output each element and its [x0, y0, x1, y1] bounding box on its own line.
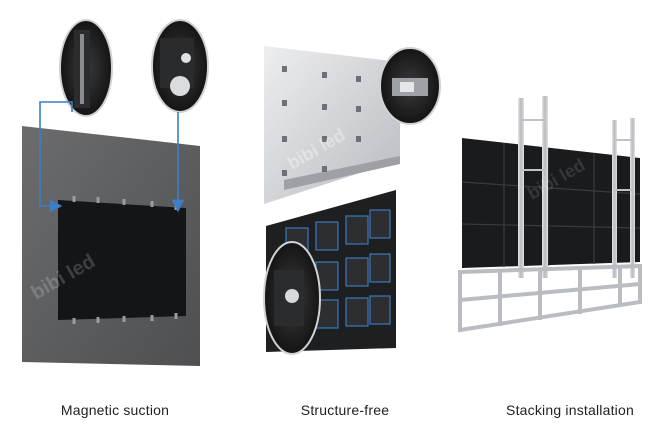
- magnet-detail-zoom: [59, 19, 113, 117]
- truss-braces: [520, 119, 633, 191]
- mounting-pins: [72, 196, 178, 324]
- structure-free-illustration: bibi led: [263, 46, 441, 355]
- led-screen: [58, 200, 186, 320]
- magnet-lock-detail-zoom: [151, 19, 209, 113]
- truss-posts: [518, 96, 635, 278]
- cabinet-modules: [285, 209, 391, 329]
- module-detail-zoom: [263, 241, 321, 355]
- plate-detail-zoom: [379, 47, 441, 125]
- caption-structure-free: Structure-free: [300, 402, 390, 418]
- caption-magnetic-suction: Magnetic suction: [60, 402, 170, 418]
- stacked-video-wall: [462, 138, 640, 268]
- base-frame: [458, 263, 642, 333]
- plate-studs: [282, 66, 361, 176]
- stacking-installation-illustration: bibi led: [458, 96, 642, 333]
- caption-stacking-installation: Stacking installation: [506, 402, 634, 418]
- magnetic-suction-illustration: bibi led: [22, 19, 209, 366]
- arrow-left: [39, 101, 73, 213]
